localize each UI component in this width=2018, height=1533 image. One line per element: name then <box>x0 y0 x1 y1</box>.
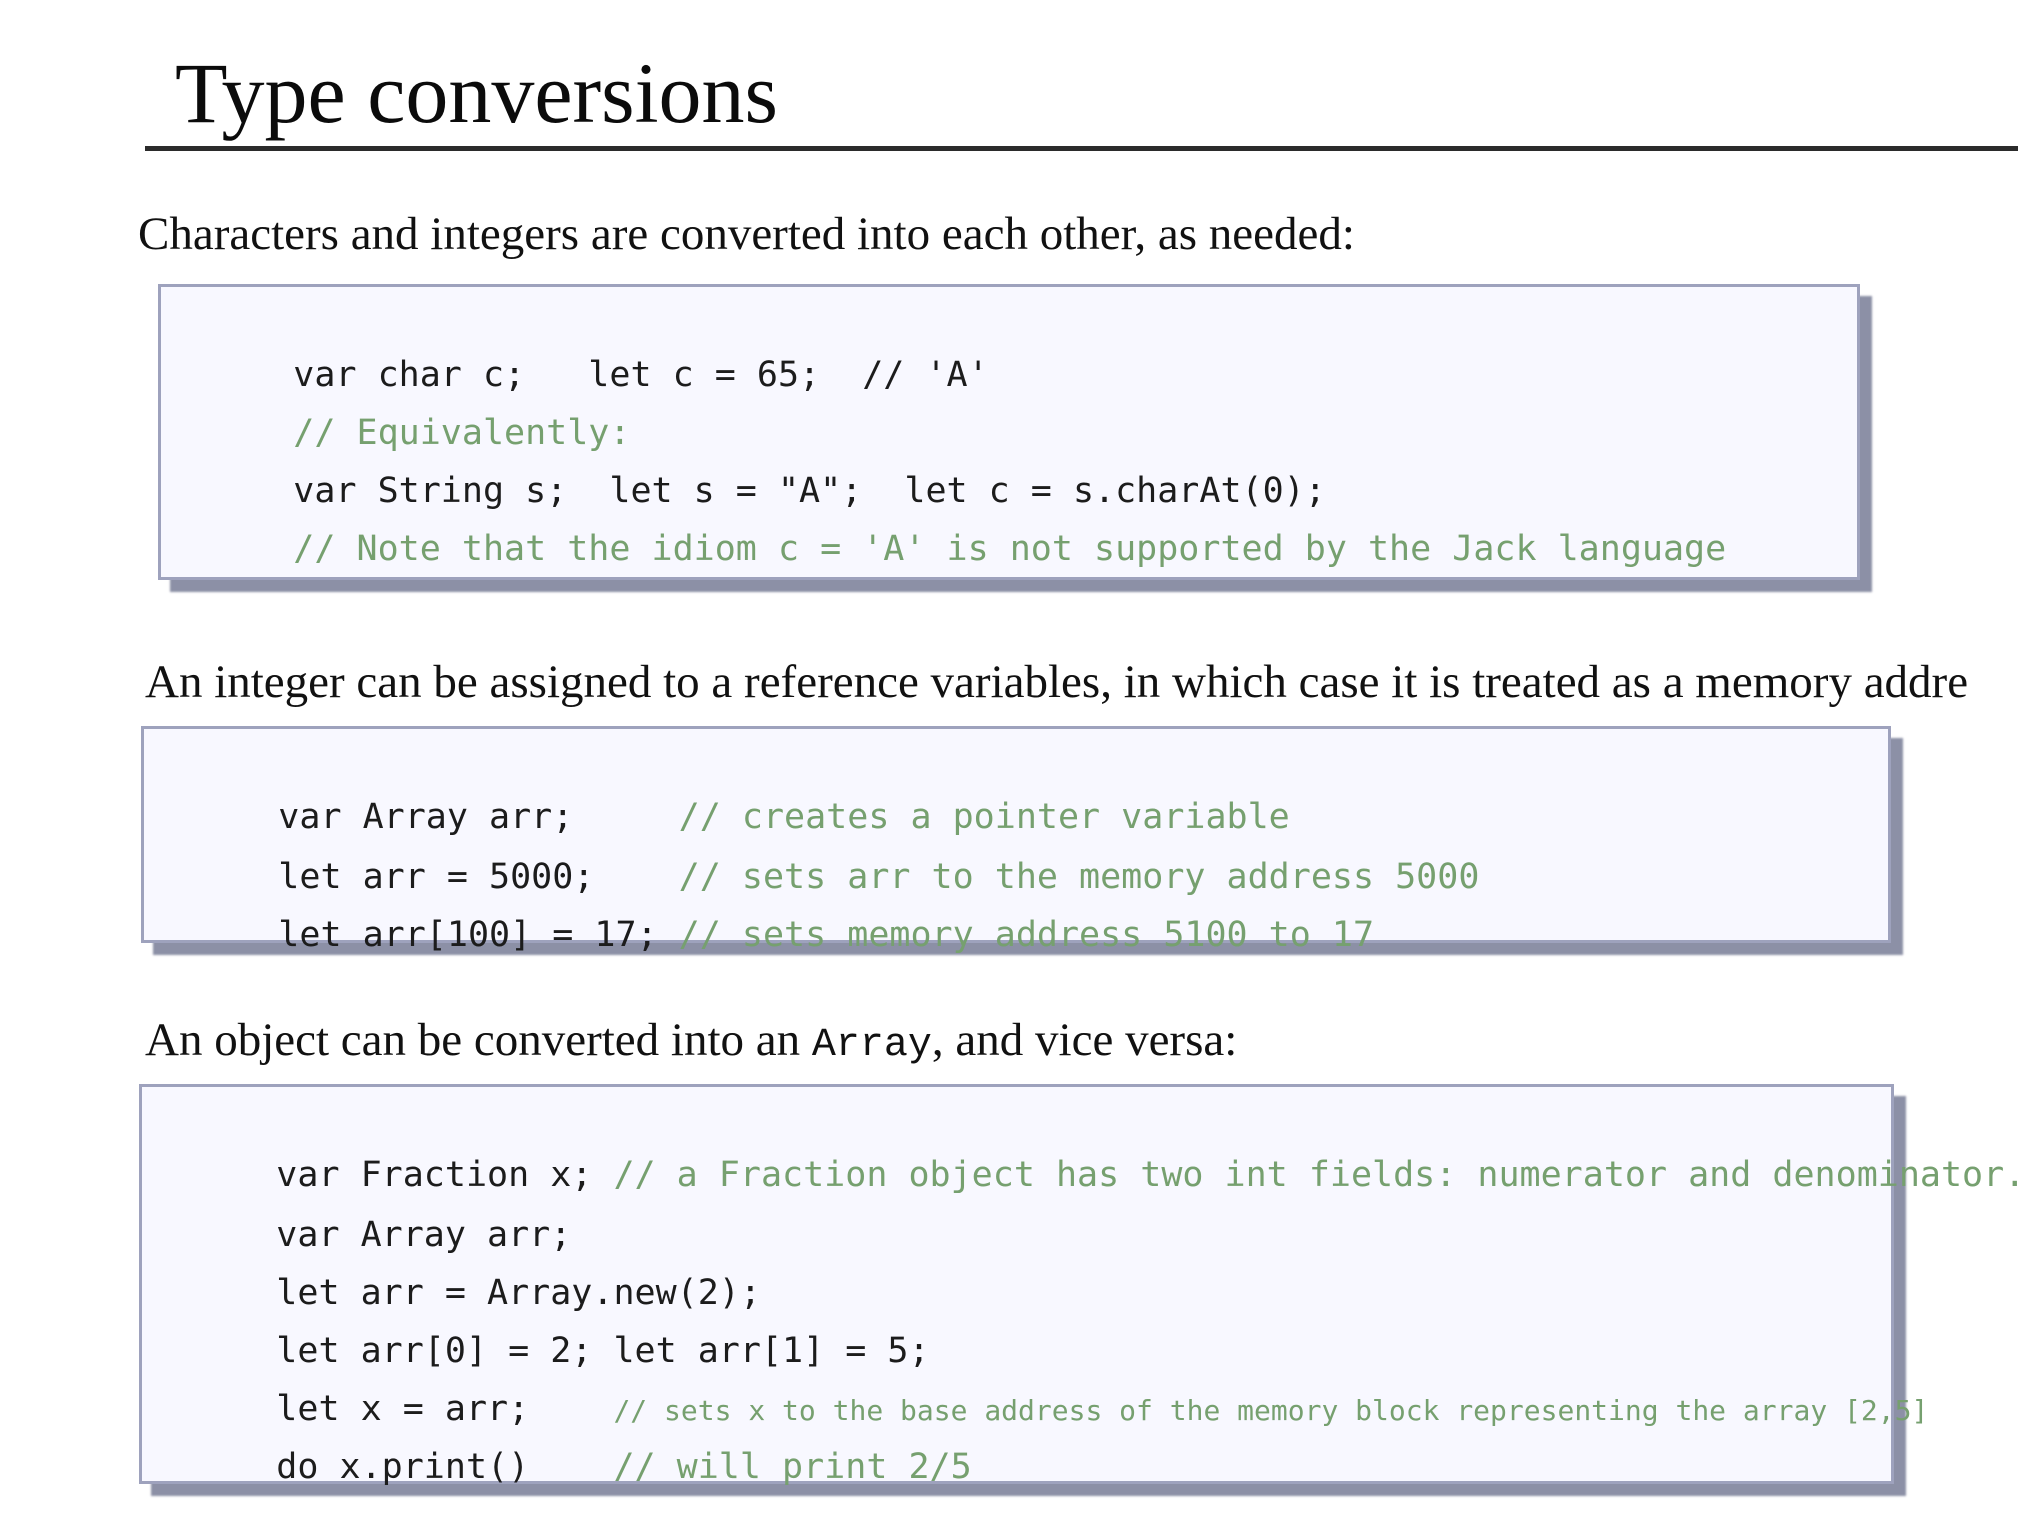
code-comment: // sets x to the base address of the mem… <box>613 1394 1929 1427</box>
code-line: let arr[0] = 2; let arr[1] = 5; <box>192 1285 930 1417</box>
code-line: var String s; let s = "A"; let c = s.cha… <box>209 425 1326 557</box>
code-comment: // sets memory address 5100 to 17 <box>678 915 1375 955</box>
section-3-intro: An object can be converted into an Array… <box>145 1010 1237 1076</box>
code-text: let arr = Array.new(2); <box>276 1273 761 1313</box>
code-text: var String s; let s = "A"; let c = s.cha… <box>293 471 1326 511</box>
code-box-object-array: var Fraction x; // a Fraction object has… <box>139 1084 2018 1487</box>
code-text: do x.print() <box>276 1447 614 1487</box>
code-line: let arr[100] = 17; // sets memory addres… <box>194 869 1374 1001</box>
code-box-int-reference: var Array arr; // creates a pointer vari… <box>141 726 1891 955</box>
code-line: var Fraction x; // a Fraction object has… <box>192 1109 2018 1241</box>
code-line: let arr = Array.new(2); <box>192 1227 761 1359</box>
code-text: var Array arr; <box>278 797 679 837</box>
title-underline <box>145 146 2018 151</box>
code-line: // Note that the idiom c = 'A' is not su… <box>209 483 1726 615</box>
code-box-char-int: var char c; let c = 65; // 'A' // Equiva… <box>158 284 1860 580</box>
slide-title: Type conversions <box>175 45 779 141</box>
code-comment: // creates a pointer variable <box>678 797 1290 837</box>
code-comment: // Equivalently: <box>293 413 631 453</box>
code-line: let arr = 5000; // sets arr to the memor… <box>194 811 1479 943</box>
code-text: var Fraction x; <box>276 1155 614 1195</box>
code-comment: // Note that the idiom c = 'A' is not su… <box>293 529 1727 569</box>
code-line: do x.print() // will print 2/5 <box>192 1401 972 1533</box>
code-line: let x = arr; // sets x to the base addre… <box>192 1343 1928 1477</box>
intro-inline-code: Array <box>811 1023 932 1068</box>
code-text: var Array arr; <box>276 1215 572 1255</box>
code-line: var Array arr; // creates a pointer vari… <box>194 751 1290 883</box>
code-text: var char c; let c = 65; // 'A' <box>293 355 989 395</box>
code-text: let arr = 5000; <box>278 857 679 897</box>
code-text: let arr[100] = 17; <box>278 915 679 955</box>
code-line: // Equivalently: <box>209 367 630 499</box>
intro-text: An object can be converted into an <box>145 1014 812 1066</box>
section-1-intro: Characters and integers are converted in… <box>138 208 1355 260</box>
code-line: var char c; let c = 65; // 'A' <box>209 309 989 441</box>
code-comment: // will print 2/5 <box>613 1447 972 1487</box>
code-text: let x = arr; <box>276 1389 614 1429</box>
code-text: let arr[0] = 2; let arr[1] = 5; <box>276 1331 930 1371</box>
code-comment: // sets arr to the memory address 5000 <box>678 857 1480 897</box>
code-comment: // a Fraction object has two int fields:… <box>613 1155 2018 1195</box>
intro-text: , and vice versa: <box>931 1014 1238 1066</box>
code-line: var Array arr; <box>192 1169 571 1301</box>
section-2-intro: An integer can be assigned to a referenc… <box>145 656 1969 708</box>
